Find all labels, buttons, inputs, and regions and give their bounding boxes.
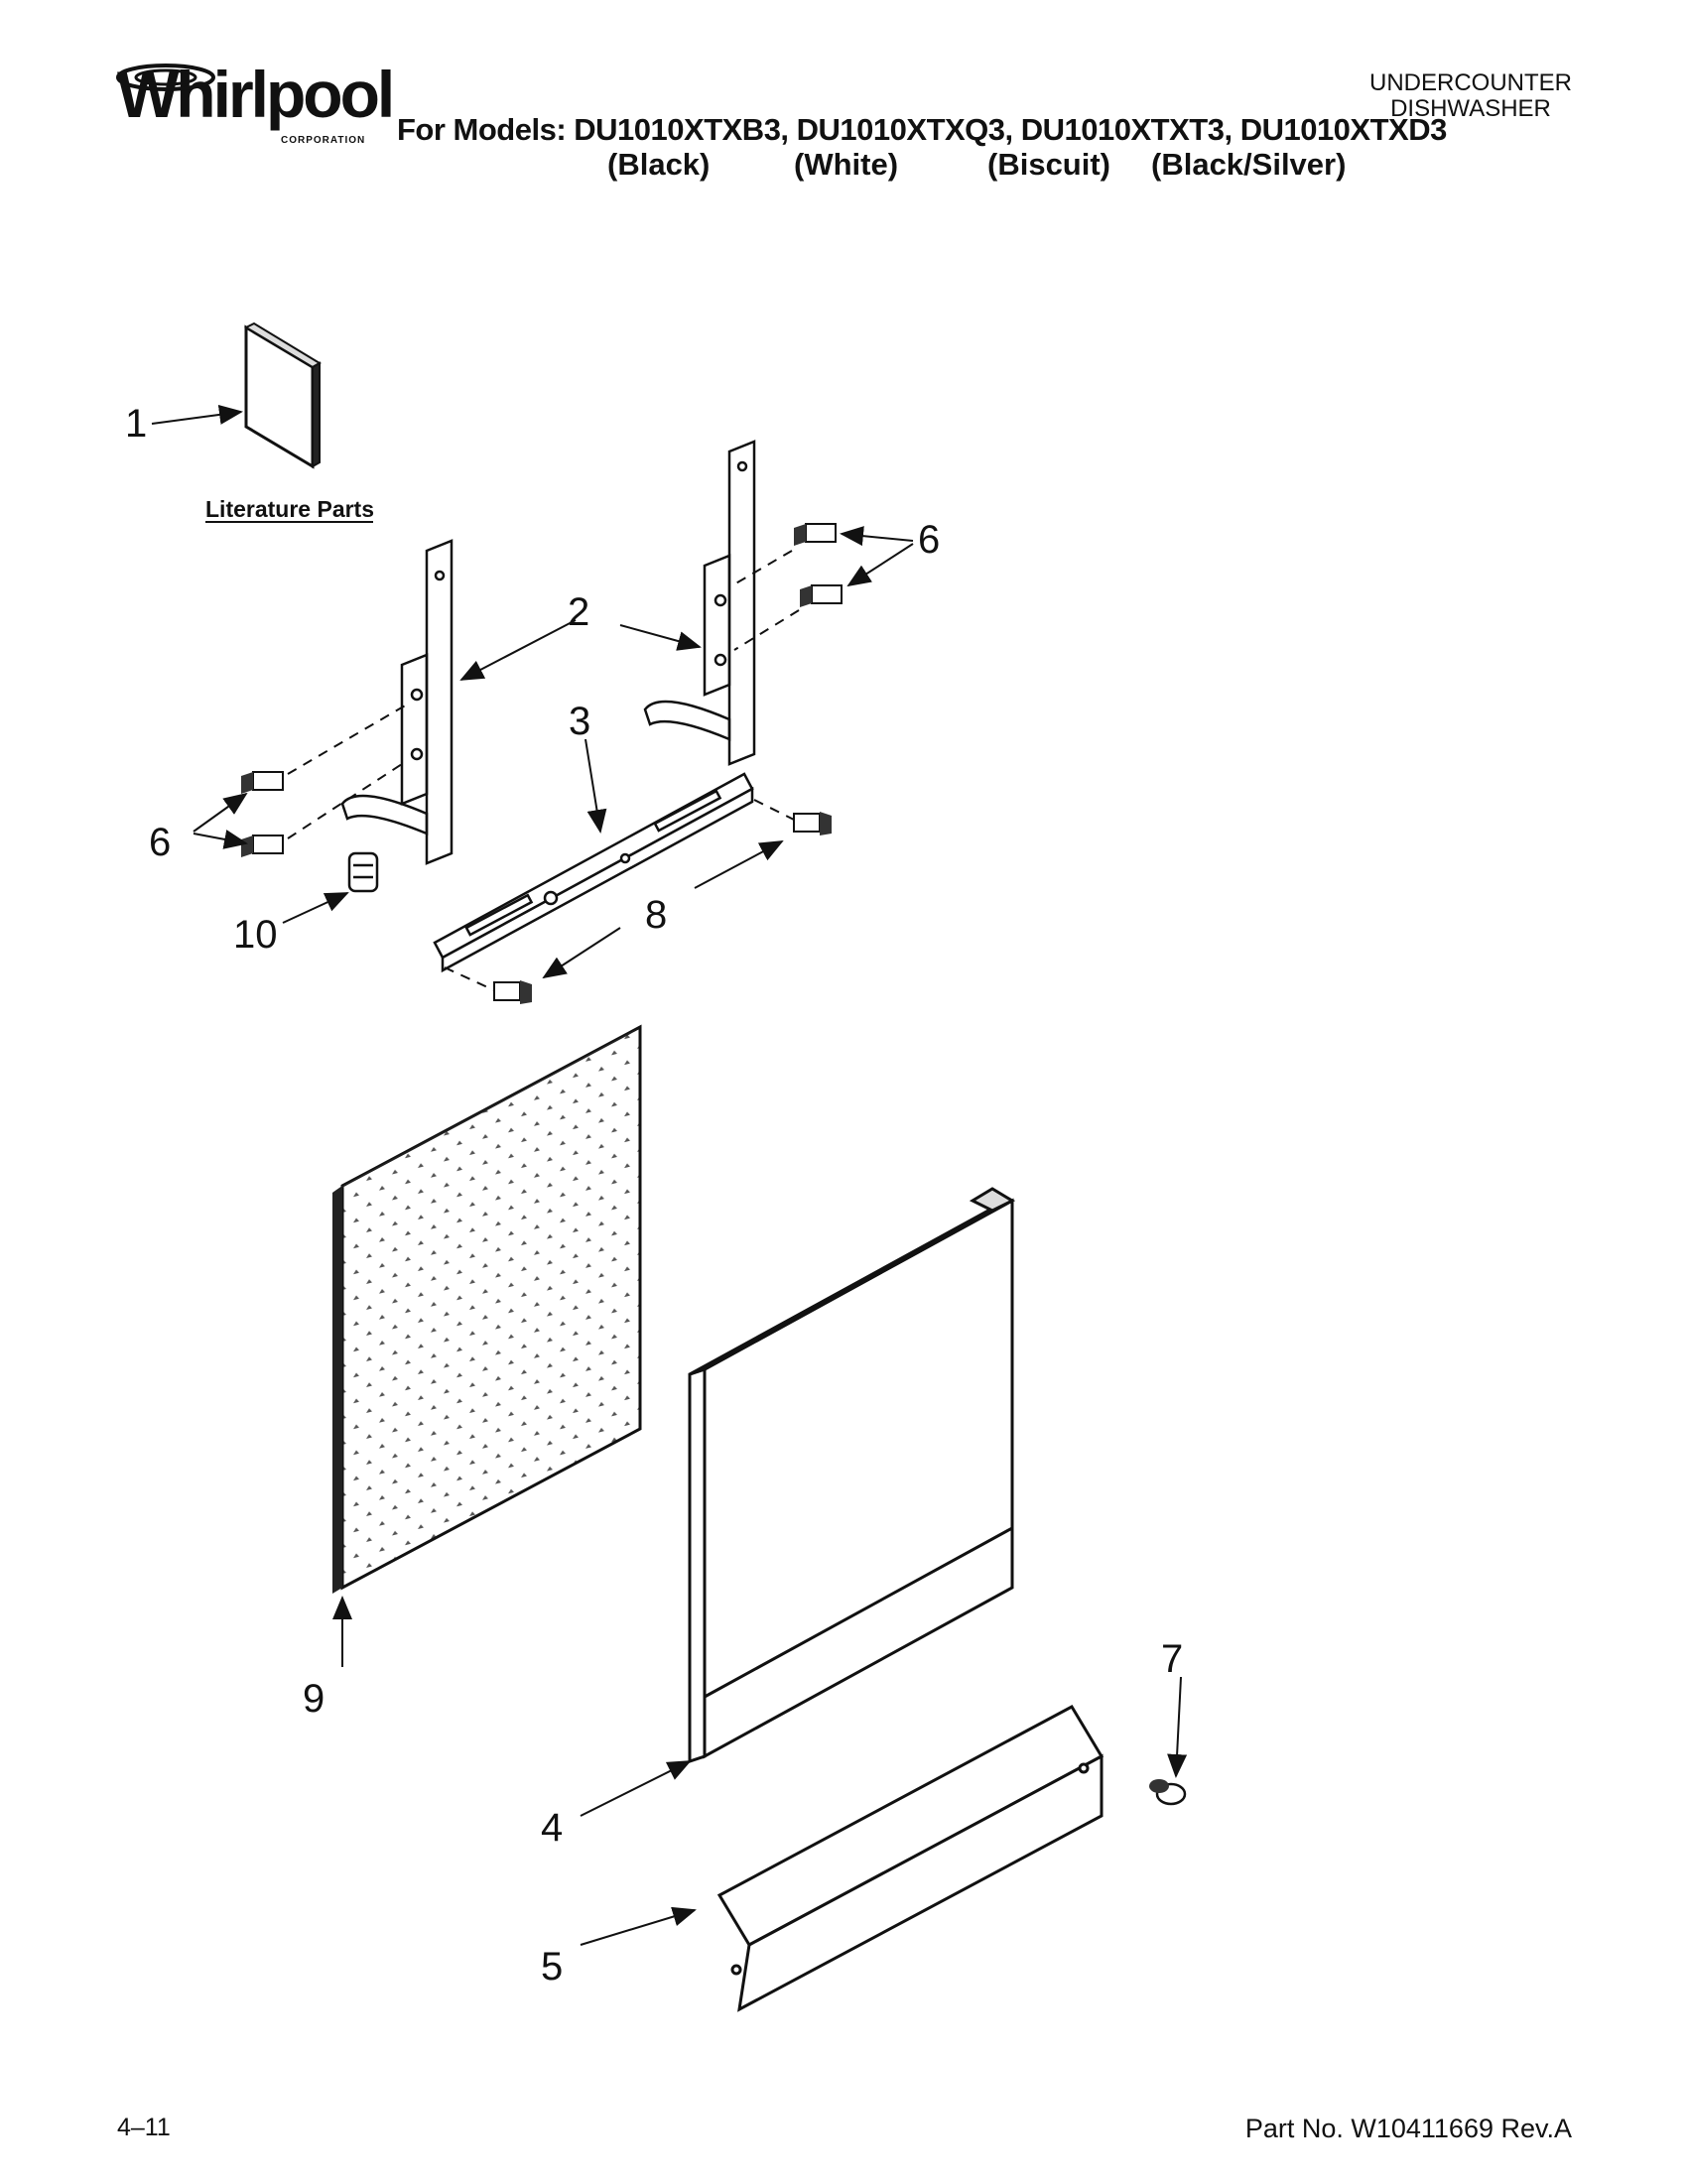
- brand-subtitle: CORPORATION: [281, 135, 366, 146]
- brand-logo: Whirlpool: [117, 62, 395, 127]
- callout-8: 8: [645, 893, 667, 937]
- door-insulation-panel: [332, 1024, 642, 1594]
- callout-3: 3: [569, 700, 590, 743]
- product-type-line-2: DISHWASHER: [1390, 95, 1551, 123]
- color-white: (White): [794, 147, 899, 182]
- color-black: (Black): [607, 147, 711, 182]
- callout-6-left: 6: [149, 821, 171, 864]
- hinge-screw-right-upper: [794, 523, 837, 546]
- door-clip: [347, 851, 379, 893]
- callout-10: 10: [233, 913, 278, 957]
- product-type: UNDERCOUNTER DISHWASHER: [1369, 69, 1572, 123]
- toe-panel: [716, 1705, 1104, 2012]
- hinge-screw-left-lower: [241, 835, 284, 857]
- mounting-bracket-bar: [433, 772, 754, 973]
- color-biscuit: (Biscuit): [987, 147, 1110, 182]
- models-line: For Models: DU1010XTXB3, DU1010XTXQ3, DU…: [397, 112, 1447, 147]
- bar-screw-right: [793, 812, 832, 835]
- product-type-line-1: UNDERCOUNTER: [1369, 69, 1572, 96]
- callout-4: 4: [541, 1806, 563, 1850]
- bar-screw-left: [493, 980, 532, 1004]
- color-black-silver: (Black/Silver): [1151, 147, 1347, 182]
- hinge-screw-right-lower: [800, 584, 843, 607]
- callout-6-right: 6: [918, 518, 940, 562]
- literature-parts-label: Literature Parts: [205, 496, 374, 522]
- outer-door-panel: [688, 1187, 1016, 1764]
- left-hinge-bracket: [340, 539, 454, 865]
- hinge-screw-left-upper: [241, 771, 284, 794]
- callout-7: 7: [1161, 1637, 1183, 1681]
- literature-booklet: [243, 321, 322, 469]
- part-number: Part No. W10411669 Rev.A: [1244, 2114, 1572, 2143]
- page-code: 4–11: [117, 2114, 171, 2141]
- brand-name: Whirlpool: [117, 58, 395, 131]
- callout-1: 1: [125, 402, 147, 446]
- callout-2: 2: [568, 590, 589, 634]
- toe-panel-fastener: [1149, 1779, 1187, 1806]
- callout-5: 5: [541, 1945, 563, 1989]
- logo-swirl-icon: [116, 64, 215, 91]
- callout-9: 9: [303, 1677, 325, 1721]
- right-hinge-bracket: [643, 440, 756, 766]
